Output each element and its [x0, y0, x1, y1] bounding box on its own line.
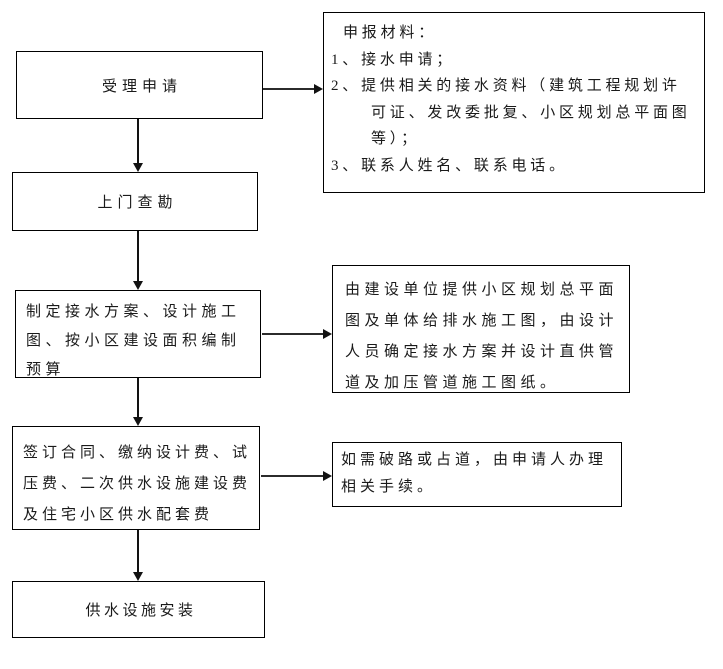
- flow-step-site-survey: 上门查勘: [12, 172, 258, 231]
- note-line: 可证、发改委批复、小区规划总平面图: [371, 104, 691, 121]
- note-line: 如需破路或占道，由申请人办理: [341, 452, 608, 468]
- note-line: 图及单体给排水施工图，由设计: [345, 313, 619, 329]
- step-line: 预算: [26, 362, 66, 378]
- flow-step-sign-contract-pay-fees: 签订合同、缴纳设计费、试 压费、二次供水设施建设费 及住宅小区供水配套费: [12, 426, 260, 530]
- arrow-head-down-icon: [133, 163, 143, 172]
- note-line: 2、提供相关的接水资料（建筑工程规划许: [331, 78, 681, 94]
- arrow-shaft: [261, 475, 324, 477]
- step-line: 压费、二次供水设施建设费: [23, 476, 252, 492]
- note-line: 申报材料：: [343, 25, 438, 41]
- arrow-plan-to-contract-icon: [133, 378, 143, 426]
- note-line: 道及加压管道施工图纸。: [345, 375, 560, 391]
- arrow-accept-to-materials-icon: [263, 84, 323, 94]
- note-design-by-construction-unit: 由建设单位提供小区规划总平面 图及单体给排水施工图，由设计 人员确定接水方案并设…: [332, 265, 630, 393]
- note-road-occupation-permit: 如需破路或占道，由申请人办理 相关手续。: [332, 442, 622, 507]
- step-line: 图、按小区建设面积编制: [26, 333, 241, 349]
- arrow-head-right-icon: [323, 471, 332, 481]
- flow-step-draft-plan-and-budget: 制定接水方案、设计施工 图、按小区建设面积编制 预算: [15, 290, 261, 378]
- note-line: 由建设单位提供小区规划总平面: [345, 282, 619, 298]
- arrow-shaft: [263, 88, 315, 90]
- step-line: 及住宅小区供水配套费: [23, 507, 214, 523]
- flow-step-install-facilities: 供水设施安装: [12, 581, 265, 638]
- step-label: 供水设施安装: [85, 603, 197, 619]
- step-line: 签订合同、缴纳设计费、试: [23, 445, 252, 461]
- step-label: 受理申请: [101, 78, 182, 95]
- arrow-head-down-icon: [133, 281, 143, 290]
- step-label: 上门查勘: [97, 195, 178, 211]
- arrow-shaft: [262, 333, 324, 335]
- note-line: 等）；: [371, 131, 420, 147]
- arrow-head-down-icon: [133, 572, 143, 581]
- note-application-materials: 申报材料： 1、接水申请； 2、提供相关的接水资料（建筑工程规划许 可证、发改委…: [323, 12, 705, 193]
- arrow-contract-to-install-icon: [133, 530, 143, 581]
- arrow-plan-to-design-note-icon: [262, 329, 332, 339]
- arrow-head-right-icon: [323, 329, 332, 339]
- step-line: 制定接水方案、设计施工: [26, 304, 241, 320]
- note-line: 1、接水申请；: [331, 51, 456, 68]
- arrow-head-right-icon: [314, 84, 323, 94]
- arrow-survey-to-plan-icon: [133, 231, 143, 290]
- arrow-accept-to-survey-icon: [133, 119, 143, 172]
- flow-step-accept-application: 受理申请: [16, 51, 263, 119]
- arrow-shaft: [137, 119, 139, 164]
- arrow-shaft: [137, 530, 139, 573]
- note-line: 人员确定接水方案并设计直供管: [345, 344, 619, 360]
- arrow-shaft: [137, 378, 139, 418]
- arrow-shaft: [137, 231, 139, 282]
- arrow-head-down-icon: [133, 417, 143, 426]
- note-line: 3、联系人姓名、联系电话。: [331, 157, 568, 174]
- arrow-contract-to-permit-note-icon: [261, 471, 332, 481]
- note-line: 相关手续。: [341, 479, 437, 495]
